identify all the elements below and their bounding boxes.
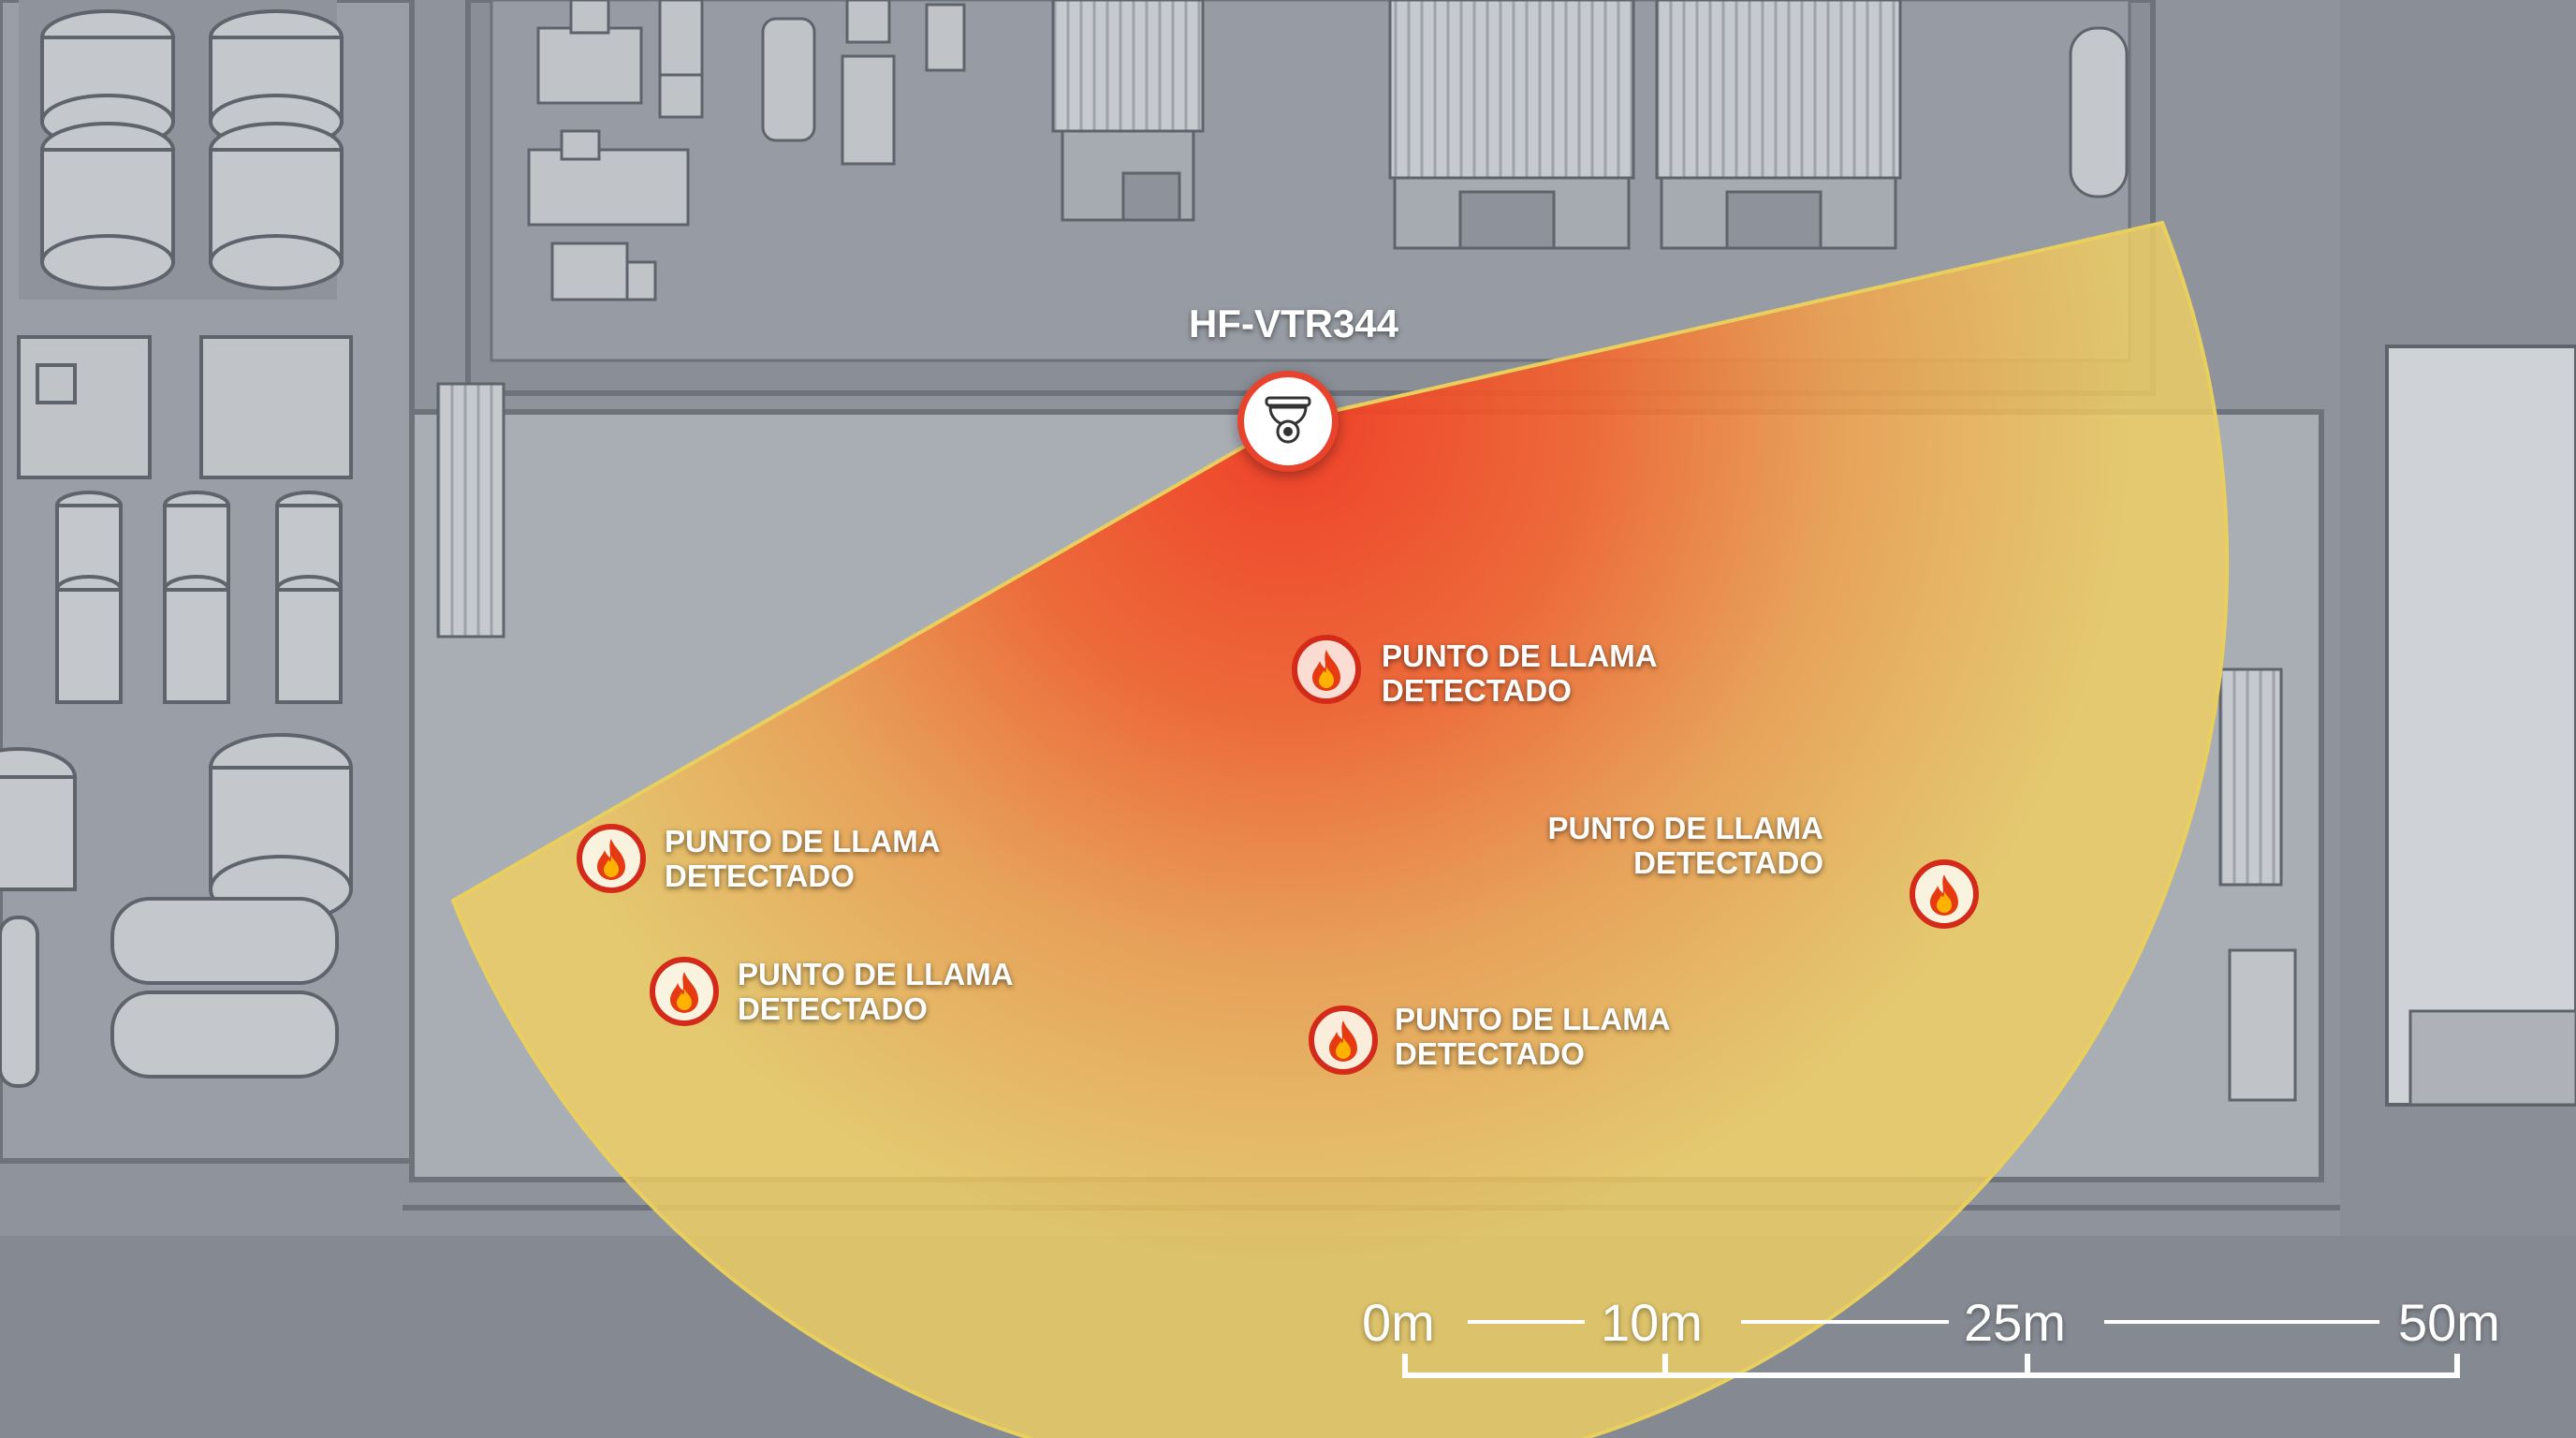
- scale-tick: [1402, 1354, 1408, 1378]
- office-building: [2385, 345, 2576, 1107]
- pressure-vessel: [2069, 26, 2129, 198]
- process-units: [17, 335, 353, 479]
- detection-label-line2: DETECTADO: [1395, 1036, 1585, 1071]
- flame-detection-marker[interactable]: [1910, 859, 1979, 929]
- camera-id-label: HF-VTR344: [1188, 301, 1399, 345]
- warehouse-small: [1051, 0, 1205, 222]
- detection-label-line1: PUNTO DE LLAMA: [665, 824, 941, 858]
- flame-icon: [1930, 874, 1958, 916]
- detection-label-line1: PUNTO DE LLAMA: [738, 957, 1014, 991]
- tank-group-top: [19, 0, 344, 300]
- scale-label-3: 50m: [2398, 1293, 2500, 1352]
- camera-coverage-cone: [450, 220, 2230, 1438]
- shed-right: [2218, 668, 2283, 887]
- flame-icon: [597, 839, 625, 880]
- flame-detection-marker[interactable]: [577, 824, 646, 893]
- tank-group-mid: [55, 491, 343, 704]
- detection-label-line2: DETECTADO: [1382, 673, 1572, 708]
- shed-left: [436, 382, 505, 638]
- scale-tick: [2025, 1354, 2030, 1378]
- detection-label-line1: PUNTO DE LLAMA: [1395, 1002, 1671, 1036]
- warehouse-large-1: [1388, 0, 1635, 250]
- scale-connector: [2104, 1320, 2379, 1324]
- detection-label-line2: DETECTADO: [665, 858, 855, 893]
- scale-label-1: 10m: [1601, 1293, 1703, 1352]
- scale-baseline: [1402, 1372, 2460, 1378]
- tank-group-bottom: [0, 733, 353, 1088]
- flame-icon: [670, 972, 698, 1013]
- scale-tick: [1662, 1354, 1668, 1378]
- warehouse-large-2: [1655, 0, 1902, 250]
- scale-connector: [1468, 1320, 1585, 1324]
- flame-icon: [1329, 1020, 1357, 1062]
- flame-icon: [1312, 650, 1340, 691]
- camera-marker[interactable]: [1237, 371, 1339, 472]
- detection-label-line1: PUNTO DE LLAMA: [1382, 638, 1658, 673]
- scale-label-2: 25m: [1964, 1293, 2066, 1352]
- detection-label-line2: DETECTADO: [738, 991, 928, 1026]
- flame-detection-marker[interactable]: [1292, 635, 1361, 704]
- scale-tick: [2454, 1354, 2460, 1378]
- detection-label-line1: PUNTO DE LLAMA: [1547, 811, 1823, 845]
- lot-equipment: [527, 0, 966, 301]
- scale-label-0: 0m: [1362, 1293, 1435, 1352]
- container-stack: [2228, 948, 2297, 1102]
- flame-detection-marker[interactable]: [650, 957, 719, 1026]
- detection-label-line2: DETECTADO: [1633, 845, 1823, 880]
- scale-connector: [1741, 1320, 1949, 1324]
- flame-detection-marker[interactable]: [1309, 1005, 1378, 1075]
- dome-camera-icon: [1265, 396, 1311, 444]
